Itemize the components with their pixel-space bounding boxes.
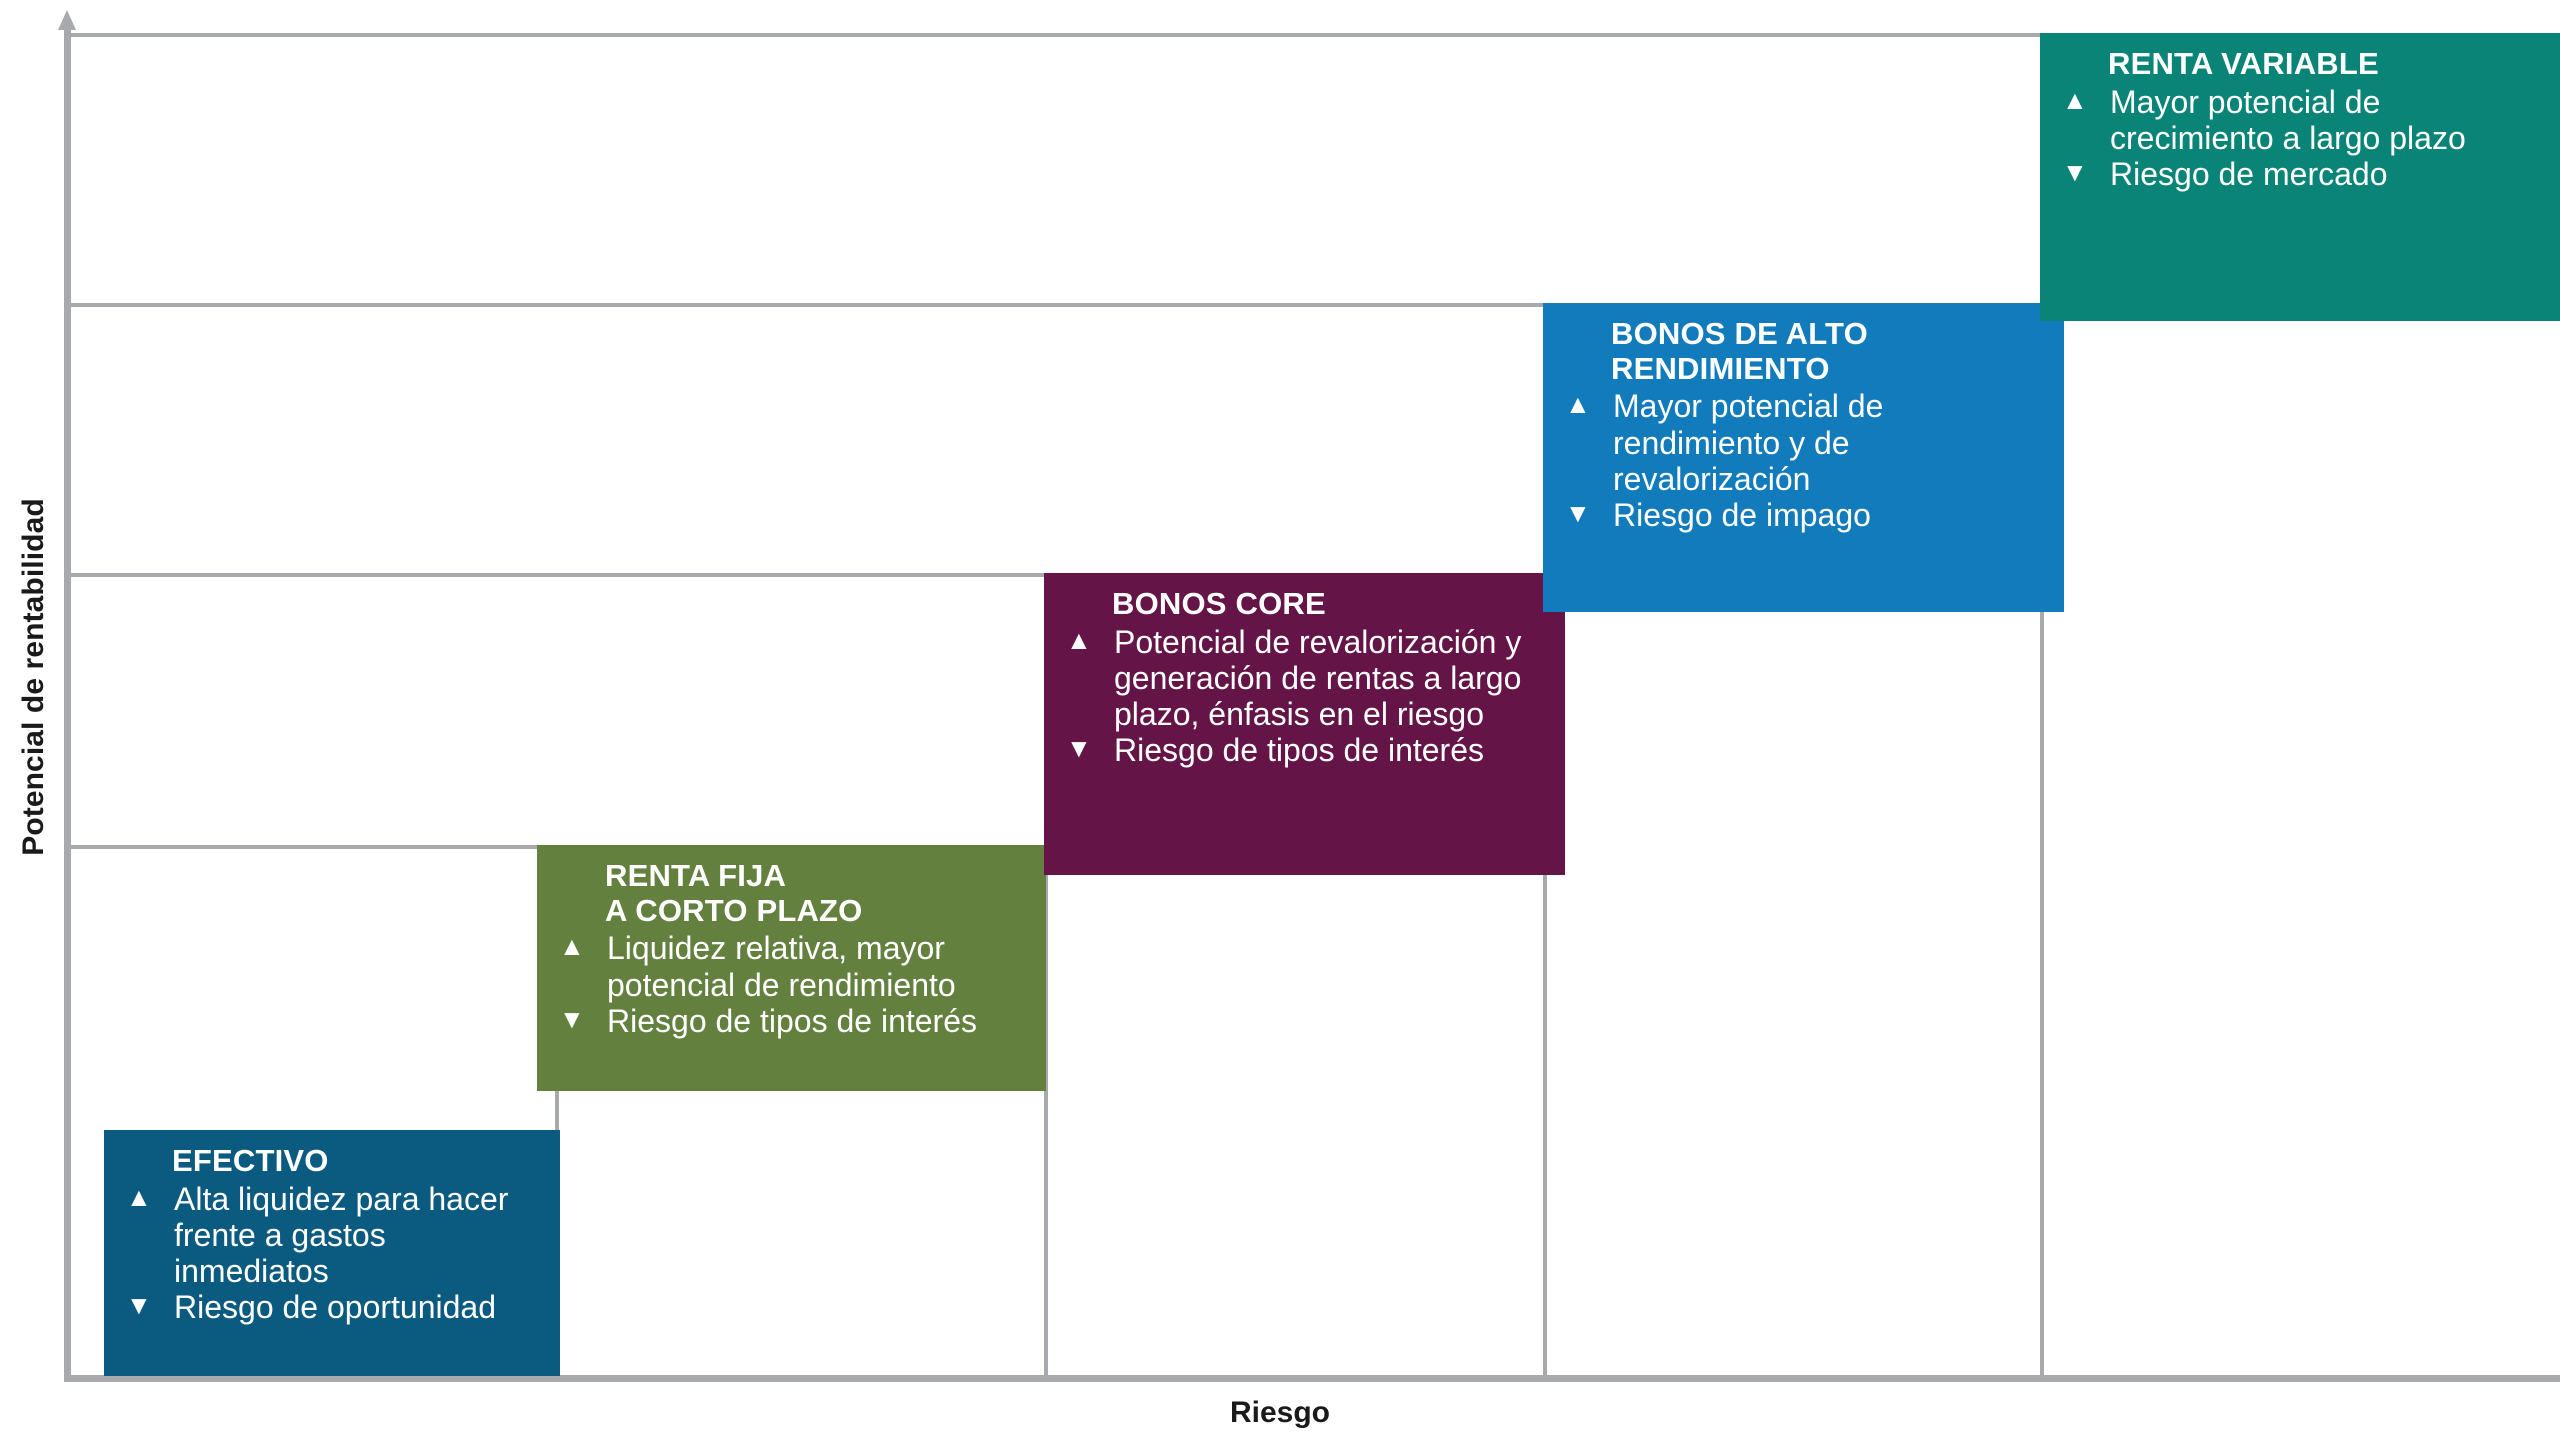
category-title-bonos-core: BONOS CORE xyxy=(1112,586,1326,621)
category-box-renta-variable[interactable]: RENTA VARIABLE ▲ Mayor potencial de crec… xyxy=(2040,33,2560,321)
triangle-up-icon: ▲ xyxy=(559,931,585,962)
upside-text-bonos-core: Potencial de revalorización y generación… xyxy=(1114,623,1522,733)
triangle-up-icon: ▲ xyxy=(126,1181,152,1212)
downside-row-efectivo: ▼ Riesgo de oportunidad xyxy=(124,1289,544,1325)
category-title-renta-variable: RENTA VARIABLE xyxy=(2108,46,2379,81)
upside-row-renta-variable: ▲ Mayor potencial de crecimiento a largo… xyxy=(2060,84,2544,156)
downside-row-bonos-core: ▼ Riesgo de tipos de interés xyxy=(1064,732,1549,768)
triangle-down-icon: ▼ xyxy=(2062,157,2088,188)
x-axis-title: Riesgo xyxy=(1229,1396,1331,1429)
gridline-horizontal-4 xyxy=(68,845,539,849)
downside-text-alto-rendimiento: Riesgo de impago xyxy=(1613,496,1871,533)
downside-text-renta-variable: Riesgo de mercado xyxy=(2110,156,2388,193)
y-axis-arrow-icon xyxy=(58,10,76,30)
upside-text-renta-variable: Mayor potencial de crecimiento a largo p… xyxy=(2110,83,2466,156)
upside-text-efectivo: Alta liquidez para hacer frente a gastos… xyxy=(174,1180,509,1290)
category-title-renta-fija: RENTA FIJA A CORTO PLAZO xyxy=(605,858,863,928)
upside-text-renta-fija: Liquidez relativa, mayor potencial de re… xyxy=(607,930,956,1003)
triangle-up-icon: ▲ xyxy=(1066,624,1092,655)
upside-row-renta-fija: ▲ Liquidez relativa, mayor potencial de … xyxy=(557,930,1030,1002)
triangle-up-icon: ▲ xyxy=(1565,389,1591,420)
downside-row-renta-variable: ▼ Riesgo de mercado xyxy=(2060,156,2544,192)
gridline-horizontal-1 xyxy=(68,33,2044,37)
downside-row-alto-rendimiento: ▼ Riesgo de impago xyxy=(1563,497,2048,533)
category-box-alto-rendimiento[interactable]: BONOS DE ALTO RENDIMIENTO ▲ Mayor potenc… xyxy=(1543,303,2064,612)
triangle-down-icon: ▼ xyxy=(559,1003,585,1034)
category-box-renta-fija[interactable]: RENTA FIJA A CORTO PLAZO ▲ Liquidez rela… xyxy=(537,845,1046,1091)
y-axis-title: Potencial de rentabilidad xyxy=(17,498,50,856)
downside-row-renta-fija: ▼ Riesgo de tipos de interés xyxy=(557,1003,1030,1039)
gridline-horizontal-2 xyxy=(68,303,1546,307)
downside-text-efectivo: Riesgo de oportunidad xyxy=(174,1289,497,1326)
downside-text-renta-fija: Riesgo de tipos de interés xyxy=(607,1002,977,1039)
downside-text-bonos-core: Riesgo de tipos de interés xyxy=(1114,732,1484,769)
gridline-vertical-4 xyxy=(2040,320,2044,1377)
category-title-alto-rendimiento: BONOS DE ALTO RENDIMIENTO xyxy=(1611,316,1868,386)
upside-text-alto-rendimiento: Mayor potencial de rendimiento y de reva… xyxy=(1613,388,1884,497)
gridline-vertical-2 xyxy=(1044,873,1048,1377)
gridline-vertical-3 xyxy=(1543,610,1547,1377)
x-axis-line xyxy=(64,1375,2560,1382)
category-box-bonos-core[interactable]: BONOS CORE ▲ Potencial de revalorización… xyxy=(1044,573,1565,875)
triangle-down-icon: ▼ xyxy=(126,1290,152,1321)
triangle-down-icon: ▼ xyxy=(1565,497,1591,528)
upside-row-bonos-core: ▲ Potencial de revalorización y generaci… xyxy=(1064,624,1549,732)
triangle-up-icon: ▲ xyxy=(2062,84,2088,115)
upside-row-efectivo: ▲ Alta liquidez para hacer frente a gast… xyxy=(124,1181,544,1289)
y-axis-line xyxy=(64,26,71,1382)
category-title-efectivo: EFECTIVO xyxy=(172,1143,329,1178)
category-box-efectivo[interactable]: EFECTIVO ▲ Alta liquidez para hacer fren… xyxy=(104,1130,560,1376)
upside-row-alto-rendimiento: ▲ Mayor potencial de rendimiento y de re… xyxy=(1563,388,2048,496)
triangle-down-icon: ▼ xyxy=(1066,733,1092,764)
gridline-horizontal-3 xyxy=(68,573,1046,577)
